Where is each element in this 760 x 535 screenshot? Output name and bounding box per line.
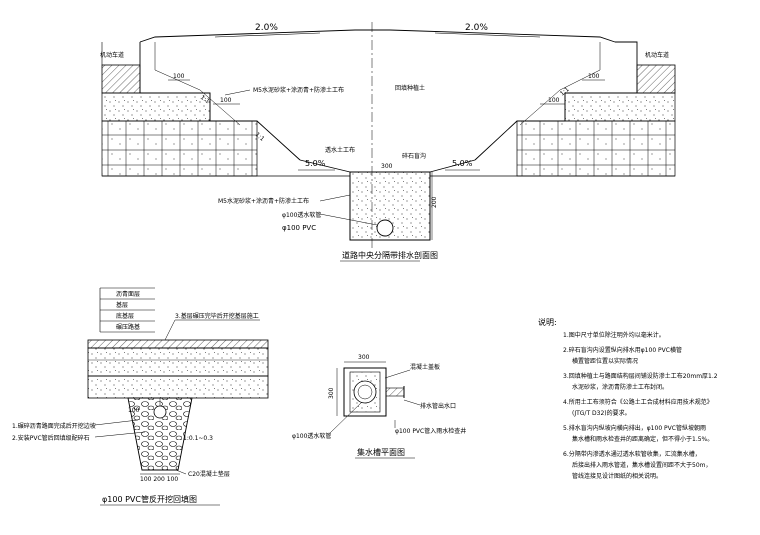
right-pavement-layers	[564, 92, 676, 122]
left-pavement-layers	[101, 92, 211, 122]
ratio-1: 1:1	[199, 94, 211, 105]
sump-plan: 300 300 混凝土盖板 排水管出水口 φ100透水软管 φ100 PVC管入…	[292, 354, 466, 459]
mortar-upper-label: M5水泥砂浆+涂沥青+防渗土工布	[253, 86, 344, 94]
notes-heading: 说明:	[538, 317, 557, 327]
mortar-lower-label: M5水泥砂浆+涂沥青+防渗土工布	[218, 197, 309, 205]
sump-perforated-label: φ100透水软管	[292, 432, 331, 440]
layer1-label: 沥青面层	[116, 290, 140, 298]
dim-200: 200	[431, 196, 438, 208]
ratio-2: 1:1	[254, 131, 266, 143]
sump-pvc-label: φ100 PVC管入雨水检查井	[395, 427, 466, 435]
note-line-12: 管线连接见设计图纸的相关说明。	[572, 472, 662, 480]
sump-title: 集水槽平面图	[357, 447, 405, 457]
detail-ratio: 1:0.1~0.3	[183, 435, 213, 442]
note-line-6: 4.所用土工布须符合《公路土工合成材料应用技术规范》	[563, 398, 713, 406]
slope-5-right: 5.0%	[452, 159, 473, 168]
note-line-5: 水泥砂浆，涂沥青防渗土工布封闭。	[572, 383, 668, 391]
detail-note1: 1.碾碎沥青路面完成后开挖边坡	[12, 422, 96, 430]
detail-note2: 2.安装PVC管后回填级配碎石	[12, 434, 90, 442]
slope-right-label: 2.0%	[465, 23, 488, 33]
note-line-2: 2.碎石盲沟内设置纵向排水用φ100 PVC横管	[563, 346, 682, 354]
planting-soil-label: 回填种植土	[395, 84, 425, 92]
detail-dim-bottom: 100 200 100	[140, 476, 178, 483]
dim-100-d: 100	[588, 73, 600, 80]
section-title: 道路中央分隔带排水剖面图	[342, 250, 438, 260]
note-line-8: 5.排水盲沟内纵坡向横向排出，φ100 PVC管纵坡朝雨	[563, 424, 706, 432]
curb-left-label: 机动车道	[100, 51, 124, 59]
step-note: 3.基层碾压完毕后开挖基层施工	[175, 312, 259, 320]
perforated-pipe-circle	[376, 219, 394, 237]
sump-outlet-label: 排水管出水口	[420, 402, 456, 410]
detail-dim-100: 100	[128, 407, 140, 414]
note-line-1: 1.图中尺寸单位除注明外均以毫米计。	[563, 331, 665, 339]
layer2-label: 基层	[116, 301, 128, 309]
detail-title: φ100 PVC管反开挖回填图	[102, 494, 197, 504]
note-line-7: (JTG/T D32)的要求。	[572, 409, 631, 417]
sump-dim-left: 300	[328, 387, 335, 399]
note-line-10: 6.分隔带内渗透水通过透水软管收集，汇流集水槽，	[563, 450, 701, 458]
gravel-label: 碎石盲沟	[402, 152, 426, 160]
right-curb	[636, 64, 676, 94]
note-line-11: 后接出排入雨水管道，集水槽设置间距不大于50m，	[572, 461, 711, 469]
dim-300: 300	[381, 163, 393, 170]
slope-left-label: 2.0%	[255, 23, 278, 33]
layer3-label: 底基层	[116, 312, 134, 320]
note-line-4: 3.回填种植土与路面结构层间铺设防渗土工布20mm厚1.2	[563, 372, 718, 380]
backfill-trench	[127, 397, 193, 471]
sump-cover-label: 混凝土盖板	[410, 363, 440, 371]
note-line-9: 集水槽和雨水检查井的距离确定，但不得小于1.5%。	[572, 435, 713, 443]
sump-dim-top: 300	[358, 354, 370, 361]
note-line-3: 横置管距位置以实际情况	[572, 357, 638, 365]
notes-block: 说明: 1.图中尺寸单位除注明外均以毫米计。 2.碎石盲沟内设置纵向排水用φ10…	[538, 317, 718, 480]
dim-100-b: 100	[220, 97, 232, 104]
layer4-label: 碾压路基	[116, 323, 140, 331]
ratio-3: 1:1	[559, 86, 571, 98]
pvc-backfill-detail: 沥青面层 基层 底基层 碾压路基 3.基层碾压完毕后开挖基层施工 100 1:0…	[12, 287, 269, 506]
dim-100-a: 100	[173, 73, 185, 80]
slope-5-left: 5.0%	[305, 159, 326, 168]
dim-100-c: 100	[548, 97, 560, 104]
left-curb	[101, 64, 141, 94]
concrete-label: C20混凝土垫层	[188, 470, 230, 478]
pvc-pipe-label: φ100 PVC	[282, 224, 316, 232]
perforated-pipe-label: φ100透水软管	[282, 211, 321, 219]
curb-right-label: 机动车道	[645, 51, 669, 59]
geotextile-label: 透水土工布	[325, 146, 355, 154]
median-drainage-section: 2.0% 2.0% 机动车道 机动车道 100 100 100 100	[100, 22, 676, 262]
